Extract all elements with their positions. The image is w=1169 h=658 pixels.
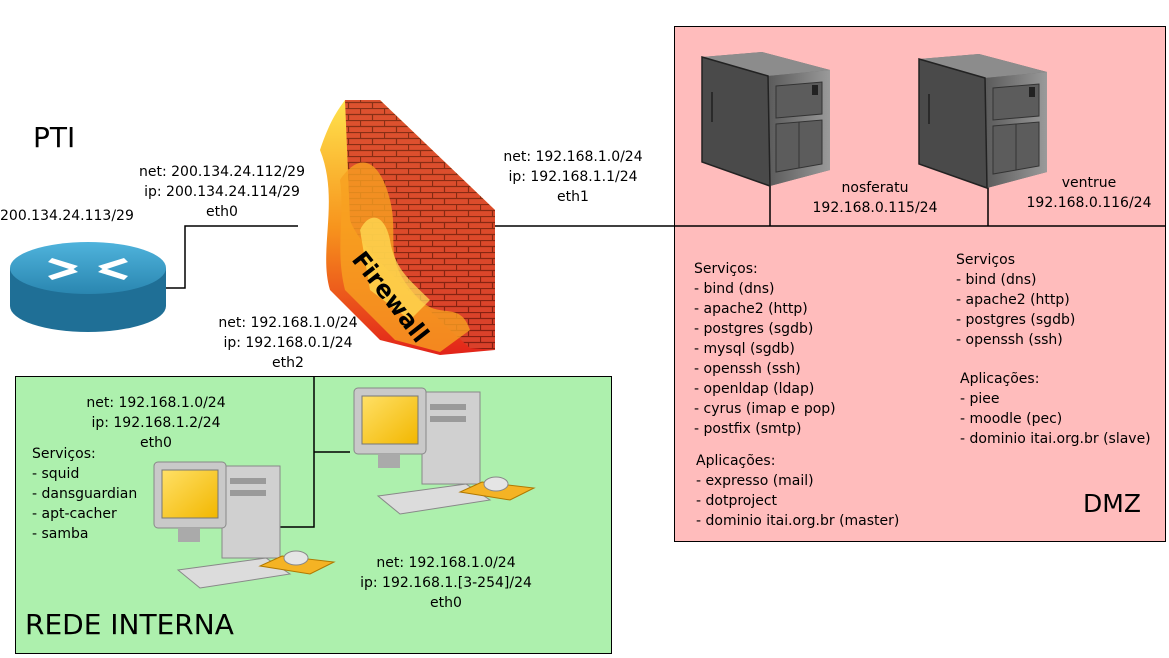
router-icon (10, 242, 166, 332)
list-item: - samba (32, 526, 89, 542)
ventrue-name: ventrue (1061, 175, 1117, 191)
list-item: - dansguardian (32, 486, 138, 502)
list-item: - apache2 (http) (956, 292, 1070, 308)
list-item: - dominio itai.org.br (master) (696, 513, 900, 529)
nosferatu-apps: Aplicações: - expresso (mail) - dotproje… (696, 451, 899, 531)
list-item: - postgres (sgdb) (694, 321, 814, 337)
lan-clients-iface: eth0 (430, 595, 462, 611)
list-item: - apache2 (http) (694, 301, 808, 317)
lan-clients-config: net: 192.168.1.0/24 ip: 192.168.1.[3-254… (350, 553, 542, 613)
list-item: - mysql (sgdb) (694, 341, 795, 357)
services-title: Serviços: (32, 446, 96, 462)
ventrue-services: Serviços - bind (dns) - apache2 (http) -… (956, 250, 1075, 350)
lan-label: REDE INTERNA (25, 608, 234, 641)
lan-clients-net: net: 192.168.1.0/24 (376, 555, 516, 571)
nosferatu-name: nosferatu (841, 180, 909, 196)
list-item: - dominio itai.org.br (slave) (960, 431, 1151, 447)
router-ip: 200.134.24.113/29 (0, 208, 134, 224)
services-title: Serviços (956, 252, 1015, 268)
eth2-config: net: 192.168.1.0/24 ip: 192.168.0.1/24 e… (207, 313, 369, 373)
list-item: - postfix (smtp) (694, 421, 802, 437)
list-item: - openssh (ssh) (956, 332, 1063, 348)
ventrue-ip: 192.168.0.116/24 (1026, 195, 1152, 211)
lan-server-services: Serviços: - squid - dansguardian - apt-c… (32, 444, 137, 544)
pti-title: PTI (33, 121, 76, 154)
list-item: - apt-cacher (32, 506, 117, 522)
list-item: - dotproject (696, 493, 778, 509)
list-item: - squid (32, 466, 80, 482)
eth1-net: net: 192.168.1.0/24 (503, 149, 643, 165)
list-item: - piee (960, 391, 1000, 407)
lan-server-ip: ip: 192.168.1.2/24 (91, 415, 221, 431)
lan-server-iface: eth0 (140, 435, 172, 451)
dmz-label: DMZ (1083, 489, 1141, 518)
list-item: - expresso (mail) (696, 473, 814, 489)
server-icon (918, 54, 1047, 190)
services-title: Serviços: (694, 261, 758, 277)
eth0-config: net: 200.134.24.112/29 ip: 200.134.24.11… (127, 162, 317, 222)
workstation-icon (353, 387, 536, 515)
apps-title: Aplicações: (960, 371, 1040, 387)
list-item: - bind (dns) (694, 281, 775, 297)
apps-title: Aplicações: (696, 453, 776, 469)
list-item: - bind (dns) (956, 272, 1037, 288)
network-links (166, 182, 1166, 528)
server-icon (701, 52, 830, 188)
list-item: - moodle (pec) (960, 411, 1063, 427)
eth0-ip: ip: 200.134.24.114/29 (144, 184, 300, 200)
eth0-net: net: 200.134.24.112/29 (138, 164, 305, 180)
nosferatu-services: Serviços: - bind (dns) - apache2 (http) … (694, 259, 836, 439)
link-router-firewall (166, 225, 298, 289)
list-item: - postgres (sgdb) (956, 312, 1076, 328)
list-item: - cyrus (imap e pop) (694, 401, 836, 417)
list-item: - openssh (ssh) (694, 361, 801, 377)
lan-clients-ip: ip: 192.168.1.[3-254]/24 (360, 575, 532, 591)
eth1-ip: ip: 192.168.1.1/24 (508, 169, 638, 185)
firewall-icon (320, 100, 495, 355)
lan-server-net: net: 192.168.1.0/24 (86, 395, 226, 411)
eth1-config: net: 192.168.1.0/24 ip: 192.168.1.1/24 e… (492, 147, 654, 207)
ventrue-host: ventrue 192.168.0.116/24 (1014, 173, 1164, 213)
eth2-iface: eth2 (272, 355, 304, 371)
nosferatu-host: nosferatu 192.168.0.115/24 (800, 178, 950, 218)
list-item: - openldap (ldap) (694, 381, 815, 397)
link-firewall-server (278, 376, 315, 528)
eth1-iface: eth1 (557, 189, 589, 205)
eth2-net: net: 192.168.1.0/24 (218, 315, 358, 331)
workstation-icon (153, 461, 336, 589)
eth2-ip: ip: 192.168.0.1/24 (223, 335, 353, 351)
lan-server-config: net: 192.168.1.0/24 ip: 192.168.1.2/24 e… (75, 393, 237, 453)
eth0-iface: eth0 (206, 204, 238, 220)
ventrue-apps: Aplicações: - piee - moodle (pec) - domi… (960, 369, 1151, 449)
nosferatu-ip: 192.168.0.115/24 (812, 200, 938, 216)
